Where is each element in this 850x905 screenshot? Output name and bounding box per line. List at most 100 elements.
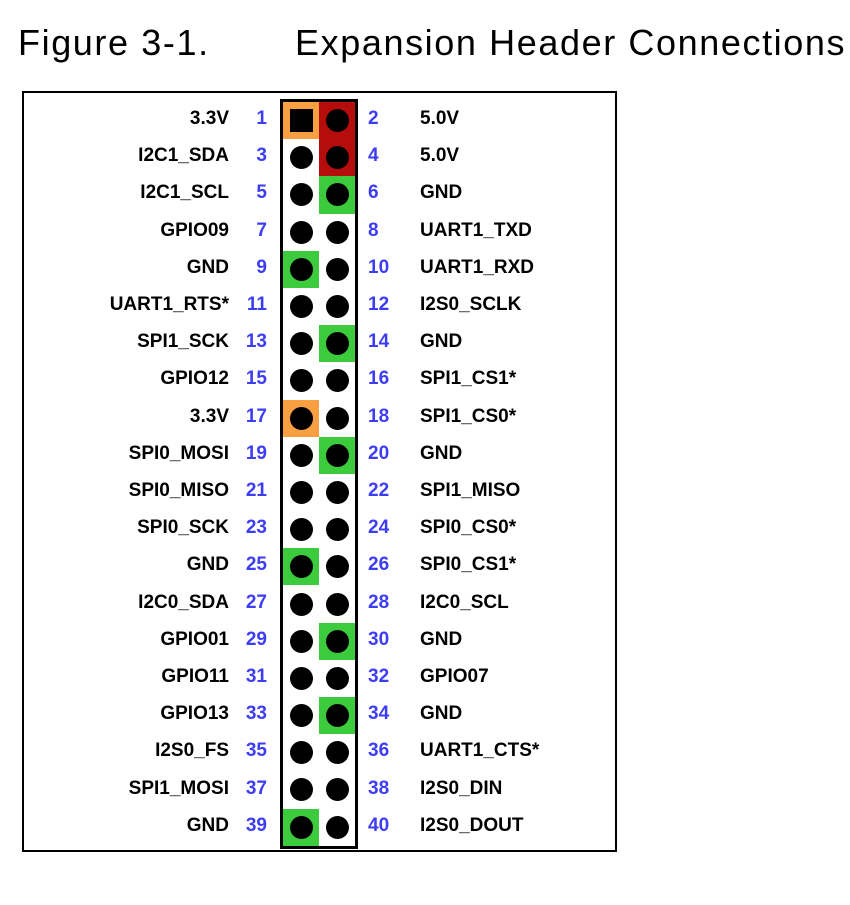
pin-left-number: 23 (245, 517, 267, 539)
pin-row: SPI0_MISO 21 22 SPI1_MISO (24, 472, 615, 509)
pin-right-number: 30 (368, 628, 390, 650)
pin-right-label: UART1_CTS* (420, 740, 540, 762)
pin-right-label: I2C0_SCL (420, 591, 509, 613)
pin-header-row (283, 176, 355, 214)
pin-right-label: SPI0_CS0* (420, 517, 517, 539)
pin-right-number: 10 (368, 256, 390, 278)
pin-cell (319, 251, 355, 288)
pin-left-number: 31 (245, 666, 267, 688)
pin-circle-marker (325, 704, 349, 728)
pin-cell (283, 511, 319, 548)
pin-cell (283, 399, 319, 437)
pin-right-number: 12 (368, 294, 390, 316)
pin-header-row (283, 697, 355, 735)
pin-left-label: GND (186, 814, 229, 836)
pin-right-number: 2 (368, 108, 379, 130)
pin-right-label: GND (420, 628, 463, 650)
pin-circle-marker (325, 666, 349, 690)
pin-header-row (283, 808, 355, 846)
pin-left-number: 9 (256, 256, 267, 278)
pin-cell (319, 214, 355, 251)
pin-circle-marker (289, 704, 313, 728)
pin-cell (319, 622, 355, 660)
pin-cell (319, 660, 355, 697)
pin-cell (319, 548, 355, 585)
pin-right-label: I2S0_SCLK (420, 294, 522, 316)
pin-cell (283, 697, 319, 734)
pin-circle-marker (289, 778, 313, 802)
pin-cell (283, 623, 319, 660)
pin-header-row (283, 436, 355, 474)
pin-right-number: 22 (368, 480, 390, 502)
pin-left-label: I2C0_SDA (138, 591, 229, 613)
pin-right-label: GND (420, 703, 463, 725)
figure-title: Expansion Header Connections (295, 22, 847, 63)
pin-header-row (283, 622, 355, 660)
pin-header-row (283, 399, 355, 437)
pin-circle-marker (325, 443, 349, 467)
pin-circle-marker (289, 443, 313, 467)
pin-circle-marker (325, 629, 349, 653)
pin-cell (283, 474, 319, 511)
pin-left-label: GPIO09 (160, 219, 229, 241)
pin-header-row (283, 771, 355, 808)
pin-header-row (283, 288, 355, 325)
pin-header (280, 99, 358, 849)
pin-right-label: SPI1_CS0* (420, 405, 517, 427)
pin-right-label: SPI1_MISO (420, 480, 521, 502)
pin-circle-marker (289, 480, 313, 504)
pin-right-label: I2S0_DOUT (420, 814, 524, 836)
pin-circle-marker (289, 257, 313, 281)
pin-circle-marker (289, 406, 313, 430)
pin-right-label: GPIO07 (420, 666, 489, 688)
pin-header-row (283, 214, 355, 251)
pin-header-row (283, 362, 355, 399)
pin-left-number: 3 (256, 145, 267, 167)
pin-circle-marker (325, 555, 349, 579)
pin-left-number: 5 (256, 182, 267, 204)
pin-left-number: 25 (245, 554, 267, 576)
pin-circle-marker (325, 146, 349, 170)
pin-left-label: SPI0_MISO (128, 480, 229, 502)
pin-left-label: I2S0_FS (155, 740, 229, 762)
pin-cell (283, 214, 319, 251)
pin-right-label: SPI1_CS1* (420, 368, 517, 390)
pin-left-label: SPI0_MOSI (128, 442, 229, 464)
pin-cell (319, 585, 355, 622)
pin-circle-marker (325, 406, 349, 430)
pin-circle-marker (325, 480, 349, 504)
pin-left-label: GPIO01 (160, 628, 229, 650)
pin-left-number: 17 (245, 405, 267, 427)
pin-circle-marker (325, 109, 349, 133)
pin-right-number: 24 (368, 517, 390, 539)
pin-right-number: 18 (368, 405, 390, 427)
pin-left-number: 13 (245, 331, 267, 353)
pin-header-row (283, 660, 355, 697)
pin-left-number: 33 (245, 703, 267, 725)
pin-cell (283, 660, 319, 697)
pin-right-label: GND (420, 442, 463, 464)
pin-right-number: 36 (368, 740, 390, 762)
pin-left-label: GPIO11 (161, 666, 229, 688)
pin-left-number: 15 (245, 368, 267, 390)
pin-square-marker (289, 109, 313, 133)
pin-header-row (283, 474, 355, 511)
pin-left-number: 21 (245, 480, 267, 502)
pin-right-label: 5.0V (420, 108, 460, 130)
figure-caption: Figure 3-1.Expansion Header Connections (18, 22, 846, 64)
pin-circle-marker (289, 555, 313, 579)
pin-right-number: 34 (368, 703, 390, 725)
pin-circle-marker (289, 815, 313, 839)
pin-right-number: 4 (368, 145, 379, 167)
